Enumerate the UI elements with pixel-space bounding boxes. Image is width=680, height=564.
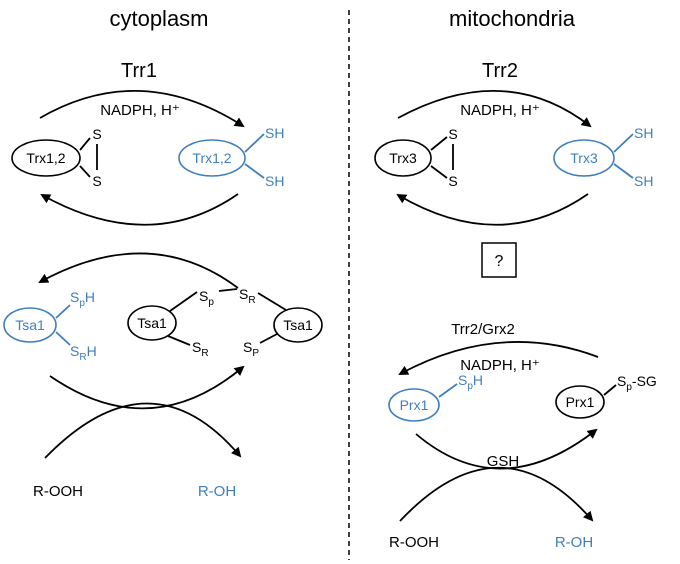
header-cytoplasm: cytoplasm: [109, 6, 208, 31]
tsa1-dimer-sp-upper: Sp: [199, 288, 214, 308]
unknown-reductant-label: ?: [495, 253, 504, 270]
trx3-thiol-lower: [613, 163, 634, 179]
trx12-thiol-bottom: SH: [265, 173, 284, 189]
tsa1-dimer-right-node: [273, 307, 323, 343]
product-roh-right: R-OH: [555, 534, 593, 551]
prx1-spsg-label: Sp-SG: [617, 373, 657, 393]
peroxide-reduction-arrow-right: [399, 466, 594, 522]
tsa1-dimer-sr-lower: SR: [192, 339, 209, 359]
trr1-label: Trr1: [121, 60, 157, 82]
trr1-cofactor: NADPH, H⁺: [100, 102, 180, 119]
tsa1-dimer-sp-sr-bond: [218, 288, 238, 292]
trx3-bond-lower: [430, 165, 448, 179]
trx3-thiol-upper: [613, 133, 634, 153]
tsa1-oxidation-arrow: [49, 365, 245, 410]
tsa1-thiol-lower: [55, 331, 71, 346]
tsa1-dimer-sp-lower: SP: [243, 339, 259, 359]
tsa1-sph-label: SpH: [70, 289, 95, 309]
trx3-oxidized-label: Trx3: [389, 150, 417, 166]
tsa1-dimer-bond-right-sp: [259, 333, 278, 344]
tsa1-reduction-arrow: [38, 252, 239, 289]
trx12-thiol-lower: [244, 163, 265, 179]
tsa1-dimer-bond-sr-right: [257, 292, 287, 311]
trx12-reduced-node: [178, 139, 246, 177]
prx1-reduced-label: Prx1: [400, 397, 429, 413]
trr2-grx2-cofactor: NADPH, H⁺: [460, 357, 540, 374]
trx3-sulfur-bottom: S: [448, 173, 457, 189]
trx12-oxidized-node: [11, 139, 81, 177]
prx1-glutathionylated-label: Prx1: [566, 394, 595, 410]
substrate-rooh-right: R-OOH: [389, 534, 439, 551]
peroxide-reduction-arrow-left: [44, 402, 242, 459]
trx3-reduced-label: Trx3: [570, 150, 598, 166]
trr2-label: Trr2: [482, 60, 518, 82]
trx12-thiol-top: SH: [265, 125, 284, 141]
prx1-spsg-bond: [603, 384, 617, 396]
trx12-thiol-upper: [244, 133, 265, 153]
tsa1-dimer-bond-left-sr: [167, 335, 191, 346]
trr2-cofactor: NADPH, H⁺: [460, 102, 540, 119]
trx12-bond-upper: [79, 137, 91, 151]
trx12-sulfur-top: S: [92, 126, 101, 142]
tsa1-dimer-left-label: Tsa1: [137, 315, 167, 331]
tsa1-dimer-left-node: [127, 305, 177, 341]
prx1-thiol-bond: [438, 383, 458, 398]
trx3-sulfur-top: S: [448, 126, 457, 142]
trx3-thiol-bottom: SH: [634, 173, 653, 189]
tsa1-reduced-label: Tsa1: [15, 317, 45, 333]
tsa1-dimer-bond-left-sp: [169, 291, 198, 312]
trr2-grx2-label: Trr2/Grx2: [451, 321, 515, 338]
gsh-label: GSH: [487, 453, 520, 470]
trx3-thiol-top: SH: [634, 125, 653, 141]
trx3-return-arrow: [396, 193, 589, 226]
trx3-oxidized-node: [374, 139, 432, 177]
trx3-bond-upper: [430, 136, 448, 151]
trx12-sulfur-bottom: S: [92, 173, 101, 189]
tsa1-dimer-sr-upper: SR: [239, 286, 256, 306]
tsa1-thiol-upper: [55, 304, 71, 319]
trx12-reduced-label: Trx1,2: [192, 150, 231, 166]
trx3-reduced-node: [553, 139, 615, 177]
trx12-return-arrow: [40, 193, 239, 226]
product-roh-left: R-OH: [198, 483, 236, 500]
prx1-reduction-arrow: [398, 341, 599, 375]
trx12-oxidized-label: Trx1,2: [26, 150, 65, 166]
trr2-reduction-arrow: [397, 89, 592, 128]
tsa1-srh-label: SRH: [70, 343, 97, 363]
trr1-reduction-arrow: [39, 90, 245, 128]
prx1-sph-label: SpH: [458, 372, 483, 392]
prx1-glutathionylated-node: [555, 385, 605, 419]
tsa1-reduced-node: [3, 307, 57, 343]
unknown-reductant-box: [481, 242, 517, 278]
substrate-rooh-left: R-OOH: [33, 483, 83, 500]
trx12-bond-lower: [79, 165, 91, 178]
prx1-reduced-node: [388, 388, 440, 422]
header-mitochondria: mitochondria: [449, 6, 576, 31]
tsa1-dimer-right-label: Tsa1: [283, 317, 313, 333]
